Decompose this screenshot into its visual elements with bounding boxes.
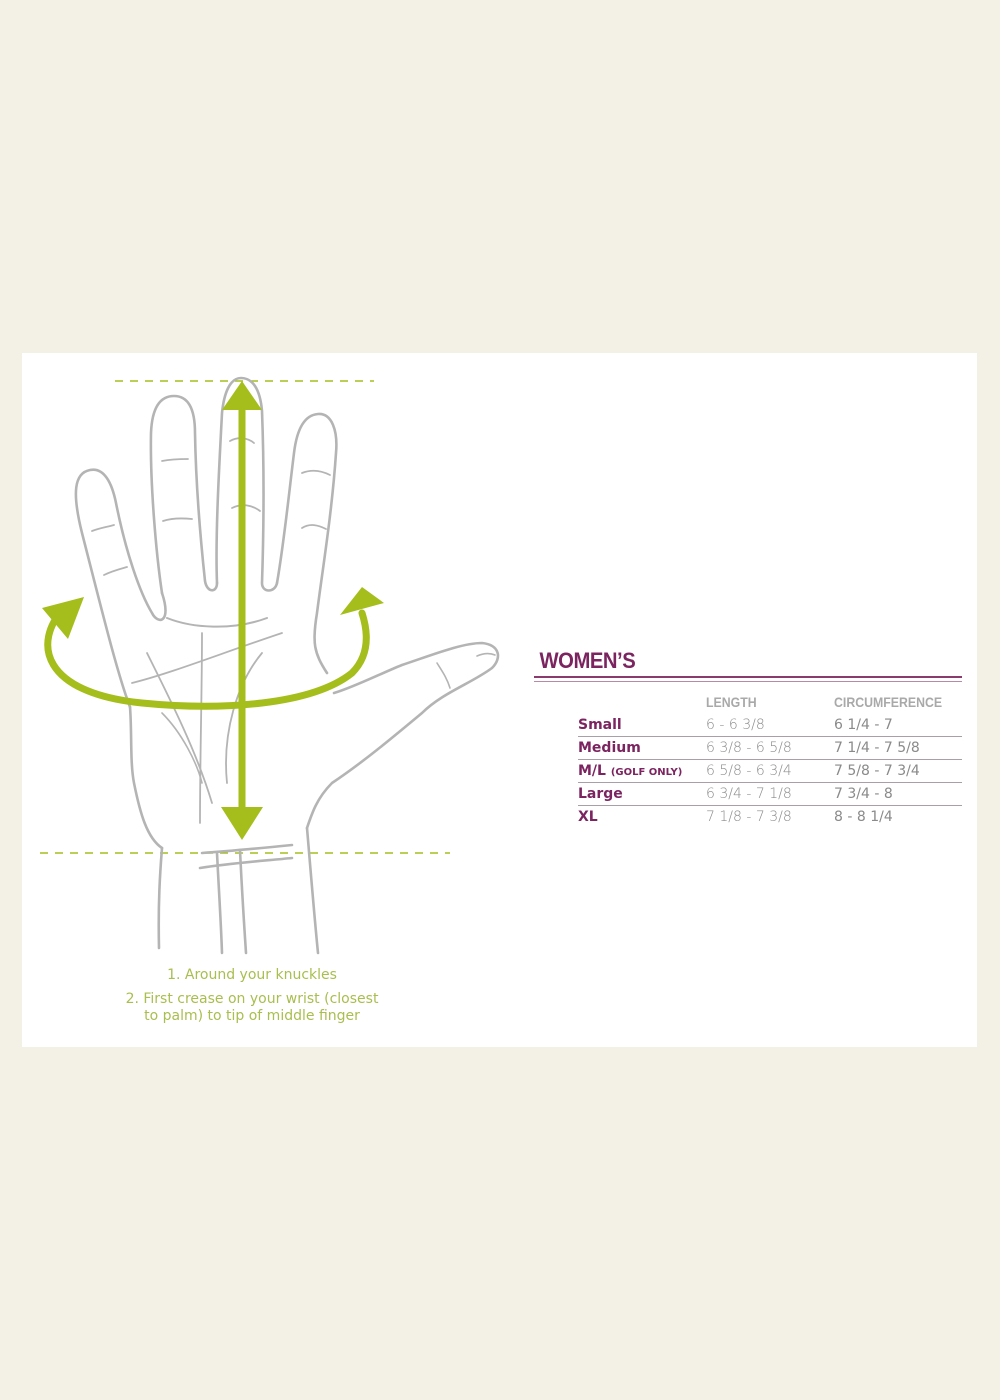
length-value: 6 3/4 - 7 1/8 xyxy=(706,782,834,806)
circumference-value: 7 3/4 - 8 xyxy=(834,782,962,806)
table-row: Small 6 - 6 3/8 6 1/4 - 7 xyxy=(578,714,962,737)
table-row: Medium 6 3/8 - 6 5/8 7 1/4 - 7 5/8 xyxy=(578,736,962,760)
length-arrow-head-up xyxy=(222,381,262,410)
column-header-circumference: CIRCUMFERENCE xyxy=(834,694,943,710)
length-arrow-head-down xyxy=(221,807,263,840)
table-row: M/L (GOLF ONLY) 6 5/8 - 6 3/4 7 5/8 - 7 … xyxy=(578,759,962,783)
size-table: Small 6 - 6 3/8 6 1/4 - 7 Medium 6 3/8 -… xyxy=(578,714,962,828)
size-name: XL xyxy=(578,809,598,825)
measurement-instructions: 1. Around your knuckles 2. First crease … xyxy=(102,967,402,1025)
circumference-value: 6 1/4 - 7 xyxy=(834,714,962,737)
length-value: 6 3/8 - 6 5/8 xyxy=(706,736,834,760)
circumference-value: 7 1/4 - 7 5/8 xyxy=(834,736,962,760)
instruction-step-2-line-2: to palm) to tip of middle finger xyxy=(144,1008,360,1024)
circumference-arrow-head-left xyxy=(42,597,84,639)
womens-size-chart: WOMEN’S LENGTH CIRCUMFERENCE Small 6 - 6… xyxy=(534,647,962,828)
size-name: Small xyxy=(578,714,706,737)
size-name: Medium xyxy=(578,736,706,760)
circumference-value: 8 - 8 1/4 xyxy=(834,809,893,825)
size-name: M/L (GOLF ONLY) xyxy=(578,759,706,783)
column-header-length: LENGTH xyxy=(706,694,757,710)
size-guide-card: 1. Around your knuckles 2. First crease … xyxy=(22,353,977,1047)
chart-title: WOMEN’S xyxy=(539,648,636,673)
circumference-arrow xyxy=(44,604,370,710)
size-note: (GOLF ONLY) xyxy=(610,767,683,778)
size-name: Large xyxy=(578,782,706,806)
length-value: 6 - 6 3/8 xyxy=(706,714,834,737)
length-value: 7 1/8 - 7 3/8 xyxy=(706,809,792,825)
instruction-step-1: 1. Around your knuckles xyxy=(167,967,337,983)
table-row: Large 6 3/4 - 7 1/8 7 3/4 - 8 xyxy=(578,782,962,806)
title-divider xyxy=(534,676,962,682)
length-value: 6 5/8 - 6 3/4 xyxy=(706,759,834,783)
circumference-value: 7 5/8 - 7 3/4 xyxy=(834,759,962,783)
hand-measurement-illustration xyxy=(40,376,500,955)
column-headers: LENGTH CIRCUMFERENCE xyxy=(534,682,962,714)
hand-outline xyxy=(74,376,500,955)
instruction-step-2-line-1: 2. First crease on your wrist (closest xyxy=(125,991,379,1007)
circumference-arrow-head-right xyxy=(340,587,384,615)
table-row: XL 7 1/8 - 7 3/8 8 - 8 1/4 xyxy=(578,806,962,829)
